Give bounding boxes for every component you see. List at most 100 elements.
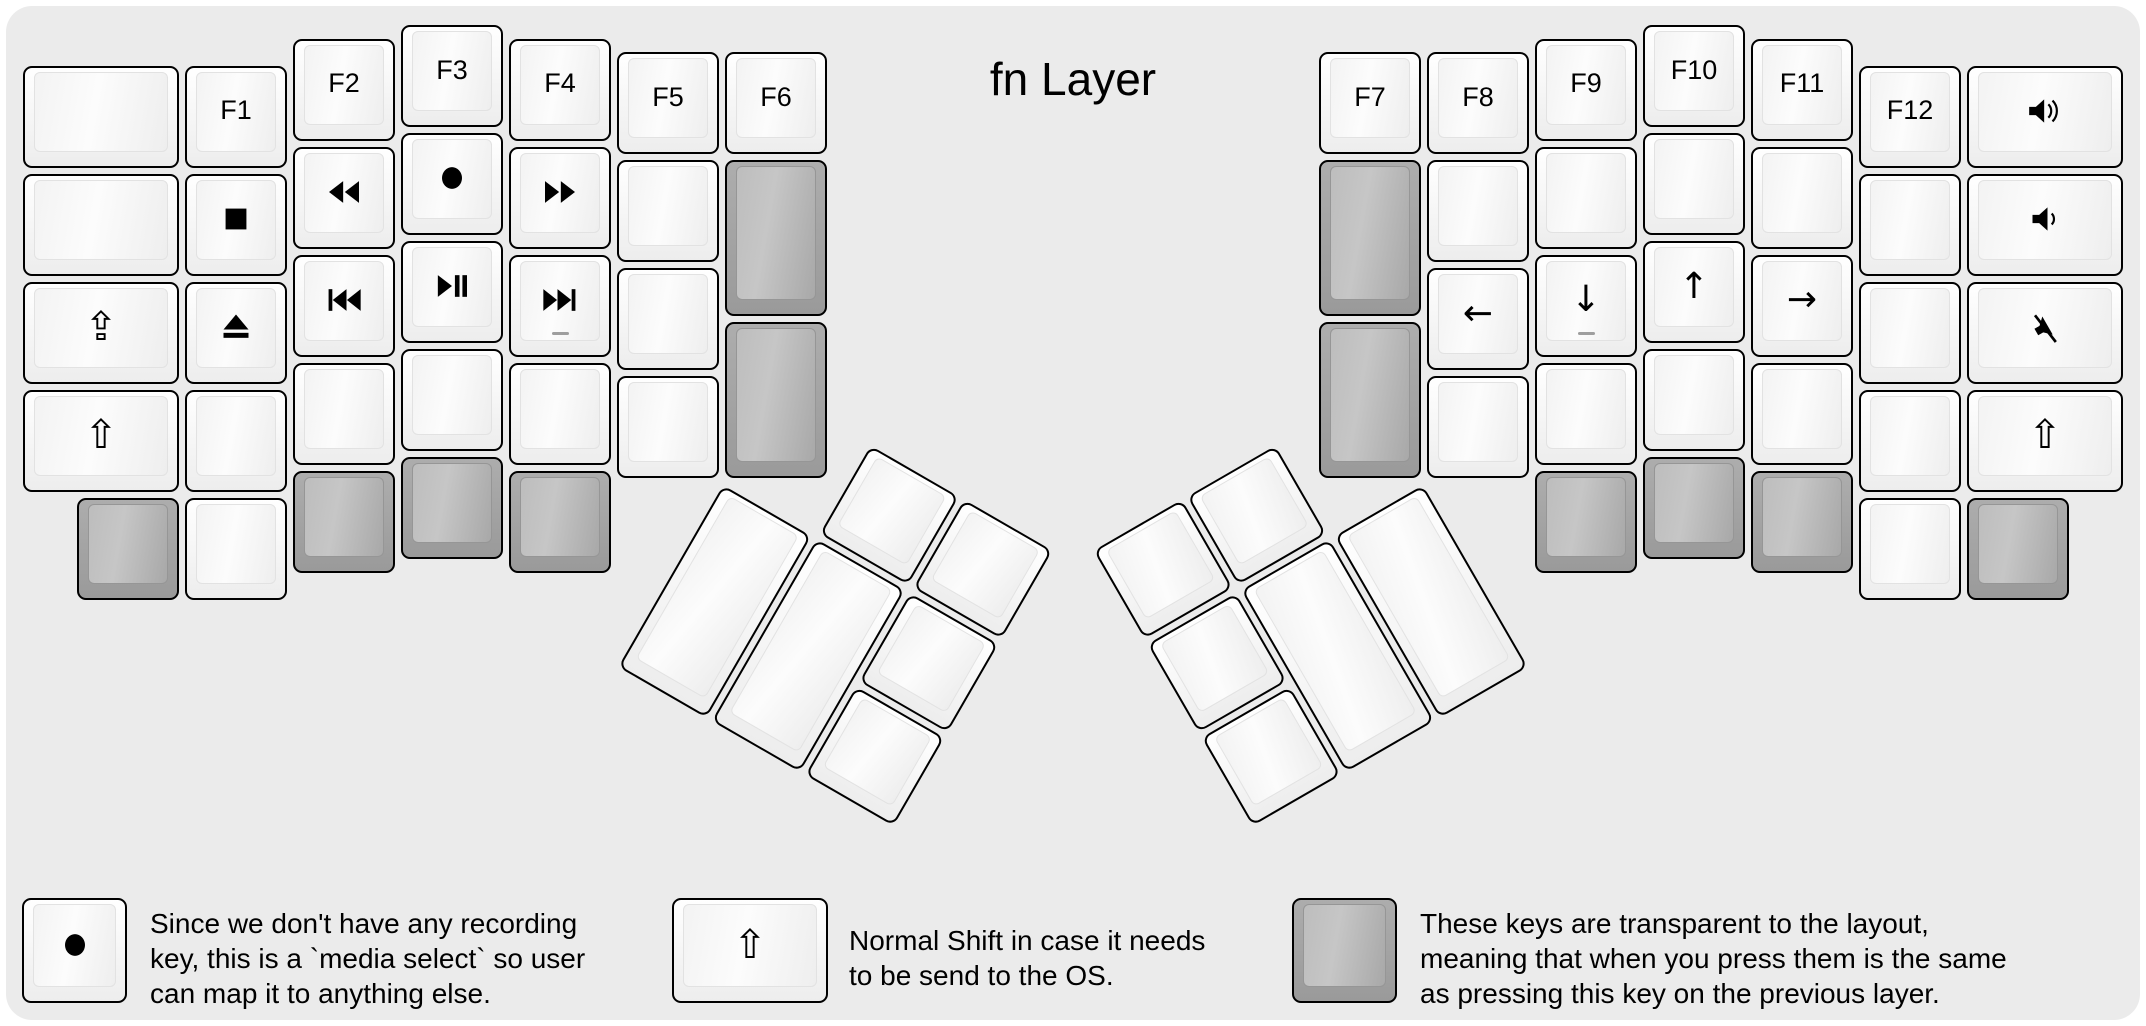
key-mute[interactable] <box>1967 281 2123 384</box>
key-blank-r-c10-r1[interactable] <box>1643 133 1745 235</box>
key-f5-label: F5 <box>652 81 684 112</box>
key-shift-right-cap <box>1978 395 2112 476</box>
key-blank-l-c5-r3[interactable] <box>617 376 719 478</box>
key-transparent-l-b3[interactable] <box>401 457 503 559</box>
key-blank-r-c11-r1-cap <box>1762 152 1842 233</box>
key-prev-track[interactable] <box>293 254 395 357</box>
key-blank-l-c0-r1-cap <box>34 179 168 260</box>
legend-transparent-key-cap <box>1303 904 1386 987</box>
key-rewind[interactable] <box>293 146 395 249</box>
key-f1-label: F1 <box>220 95 252 125</box>
key-transparent-l-b2[interactable] <box>293 470 395 573</box>
key-transparent-r-b2-cap <box>1762 476 1842 557</box>
key-blank-r-c8-r3[interactable] <box>1427 376 1529 478</box>
key-play-pause-icon-wrap <box>403 243 501 329</box>
key-f3[interactable]: F3 <box>401 25 503 127</box>
layer-title: fn Layer <box>989 53 1157 105</box>
key-rewind-icon-wrap <box>295 149 393 235</box>
key-f2-label: F2 <box>328 68 360 98</box>
key-transparent-r-c7-t2-cap <box>1330 328 1410 462</box>
key-blank-r-c11-r1[interactable] <box>1751 146 1853 249</box>
key-transparent-r-b2[interactable] <box>1751 470 1853 573</box>
key-f10[interactable]: F10 <box>1643 25 1745 127</box>
key-blank-l-c1-r3[interactable] <box>185 389 287 492</box>
key-blank-r-c10-r3[interactable] <box>1643 349 1745 451</box>
key-transparent-r-b4[interactable] <box>1967 497 2069 600</box>
key-f6-label: F6 <box>760 81 792 112</box>
key-stop-icon-wrap <box>187 176 285 262</box>
key-transparent-r-c7-t1[interactable] <box>1319 160 1421 316</box>
key-blank-l-c5-r3-cap <box>628 382 708 462</box>
key-transparent-r-b1-cap <box>1654 463 1734 543</box>
key-f4-label: F4 <box>544 68 576 98</box>
key-stop[interactable] <box>185 173 287 276</box>
key-f4[interactable]: F4 <box>509 38 611 141</box>
key-f7[interactable]: F7 <box>1319 52 1421 154</box>
key-transparent-r-c7-t2[interactable] <box>1319 322 1421 478</box>
key-blank-l-b1[interactable] <box>185 497 287 600</box>
key-f7-cap <box>1330 58 1410 138</box>
key-f11[interactable]: F11 <box>1751 38 1853 141</box>
key-blank-l-c5-r2[interactable] <box>617 268 719 370</box>
key-blank-l-c0-r0-cap <box>34 71 168 152</box>
key-f8[interactable]: F8 <box>1427 52 1529 154</box>
key-arrow-up[interactable]: ↑ <box>1643 241 1745 343</box>
key-blank-r-c11-r3[interactable] <box>1751 362 1853 465</box>
key-blank-r-c9-r1[interactable] <box>1535 146 1637 249</box>
key-blank-l-c0-r0[interactable] <box>23 65 179 168</box>
legend-record-key <box>22 898 127 1003</box>
key-shift-left-cap <box>34 395 168 476</box>
key-fast-forward[interactable] <box>509 146 611 249</box>
key-blank-r-c12-r2[interactable] <box>1859 281 1961 384</box>
key-transparent-l-c6-t1[interactable] <box>725 160 827 316</box>
key-blank-l-c0-r1[interactable] <box>23 173 179 276</box>
key-blank-l-c5-r1[interactable] <box>617 160 719 262</box>
key-shift-left[interactable]: ⇧ <box>23 389 179 492</box>
key-f1[interactable]: F1 <box>185 65 287 168</box>
key-f9[interactable]: F9 <box>1535 38 1637 141</box>
key-blank-l-c2-r3[interactable] <box>293 362 395 465</box>
key-f5[interactable]: F5 <box>617 52 719 154</box>
key-f12[interactable]: F12 <box>1859 65 1961 168</box>
key-f1-cap <box>196 71 276 152</box>
key-transparent-l-b4[interactable] <box>509 470 611 573</box>
key-play-pause-cap <box>412 247 492 327</box>
key-blank-r-c12-r1[interactable] <box>1859 173 1961 276</box>
key-blank-r-c12-r3[interactable] <box>1859 389 1961 492</box>
key-arrow-left-cap <box>1438 274 1518 354</box>
key-play-pause[interactable] <box>401 241 503 343</box>
key-transparent-r-b1[interactable] <box>1643 457 1745 559</box>
key-capslock[interactable]: ⇪ <box>23 281 179 384</box>
key-arrow-down[interactable]: ↓ <box>1535 254 1637 357</box>
key-shift-right[interactable]: ⇧ <box>1967 389 2123 492</box>
key-f10-cap <box>1654 31 1734 111</box>
key-f6[interactable]: F6 <box>725 52 827 154</box>
key-blank-r-c10-r3-cap <box>1654 355 1734 435</box>
legend-shift-key: ⇧ <box>672 898 828 1003</box>
key-transparent-l-b0[interactable] <box>77 497 179 600</box>
key-prev-track-icon-wrap <box>295 257 393 343</box>
key-arrow-right[interactable]: → <box>1751 254 1853 357</box>
key-next-track[interactable] <box>509 254 611 357</box>
key-fast-forward-cap <box>520 152 600 233</box>
key-capslock-glyph: ⇪ <box>84 303 118 350</box>
key-f2[interactable]: F2 <box>293 38 395 141</box>
key-blank-r-c9-r3[interactable] <box>1535 362 1637 465</box>
key-blank-l-c4-r3[interactable] <box>509 362 611 465</box>
key-blank-l-c3-r3[interactable] <box>401 349 503 451</box>
key-volume-down[interactable] <box>1967 173 2123 276</box>
key-transparent-l-c6-t2[interactable] <box>725 322 827 478</box>
key-volume-up[interactable] <box>1967 65 2123 168</box>
key-transparent-l-b4-cap <box>520 476 600 557</box>
key-eject[interactable] <box>185 281 287 384</box>
key-blank-r-b3[interactable] <box>1859 497 1961 600</box>
key-arrow-left[interactable]: ← <box>1427 268 1529 370</box>
key-arrow-right-glyph: → <box>1786 279 1818 320</box>
key-blank-l-c3-r3-cap <box>412 355 492 435</box>
key-record[interactable] <box>401 133 503 235</box>
key-blank-r-c8-r1[interactable] <box>1427 160 1529 262</box>
key-transparent-r-b0[interactable] <box>1535 470 1637 573</box>
key-blank-l-c1-r3-cap <box>196 395 276 476</box>
legend-shift-key-cap <box>683 904 817 987</box>
key-f3-cap <box>412 31 492 111</box>
